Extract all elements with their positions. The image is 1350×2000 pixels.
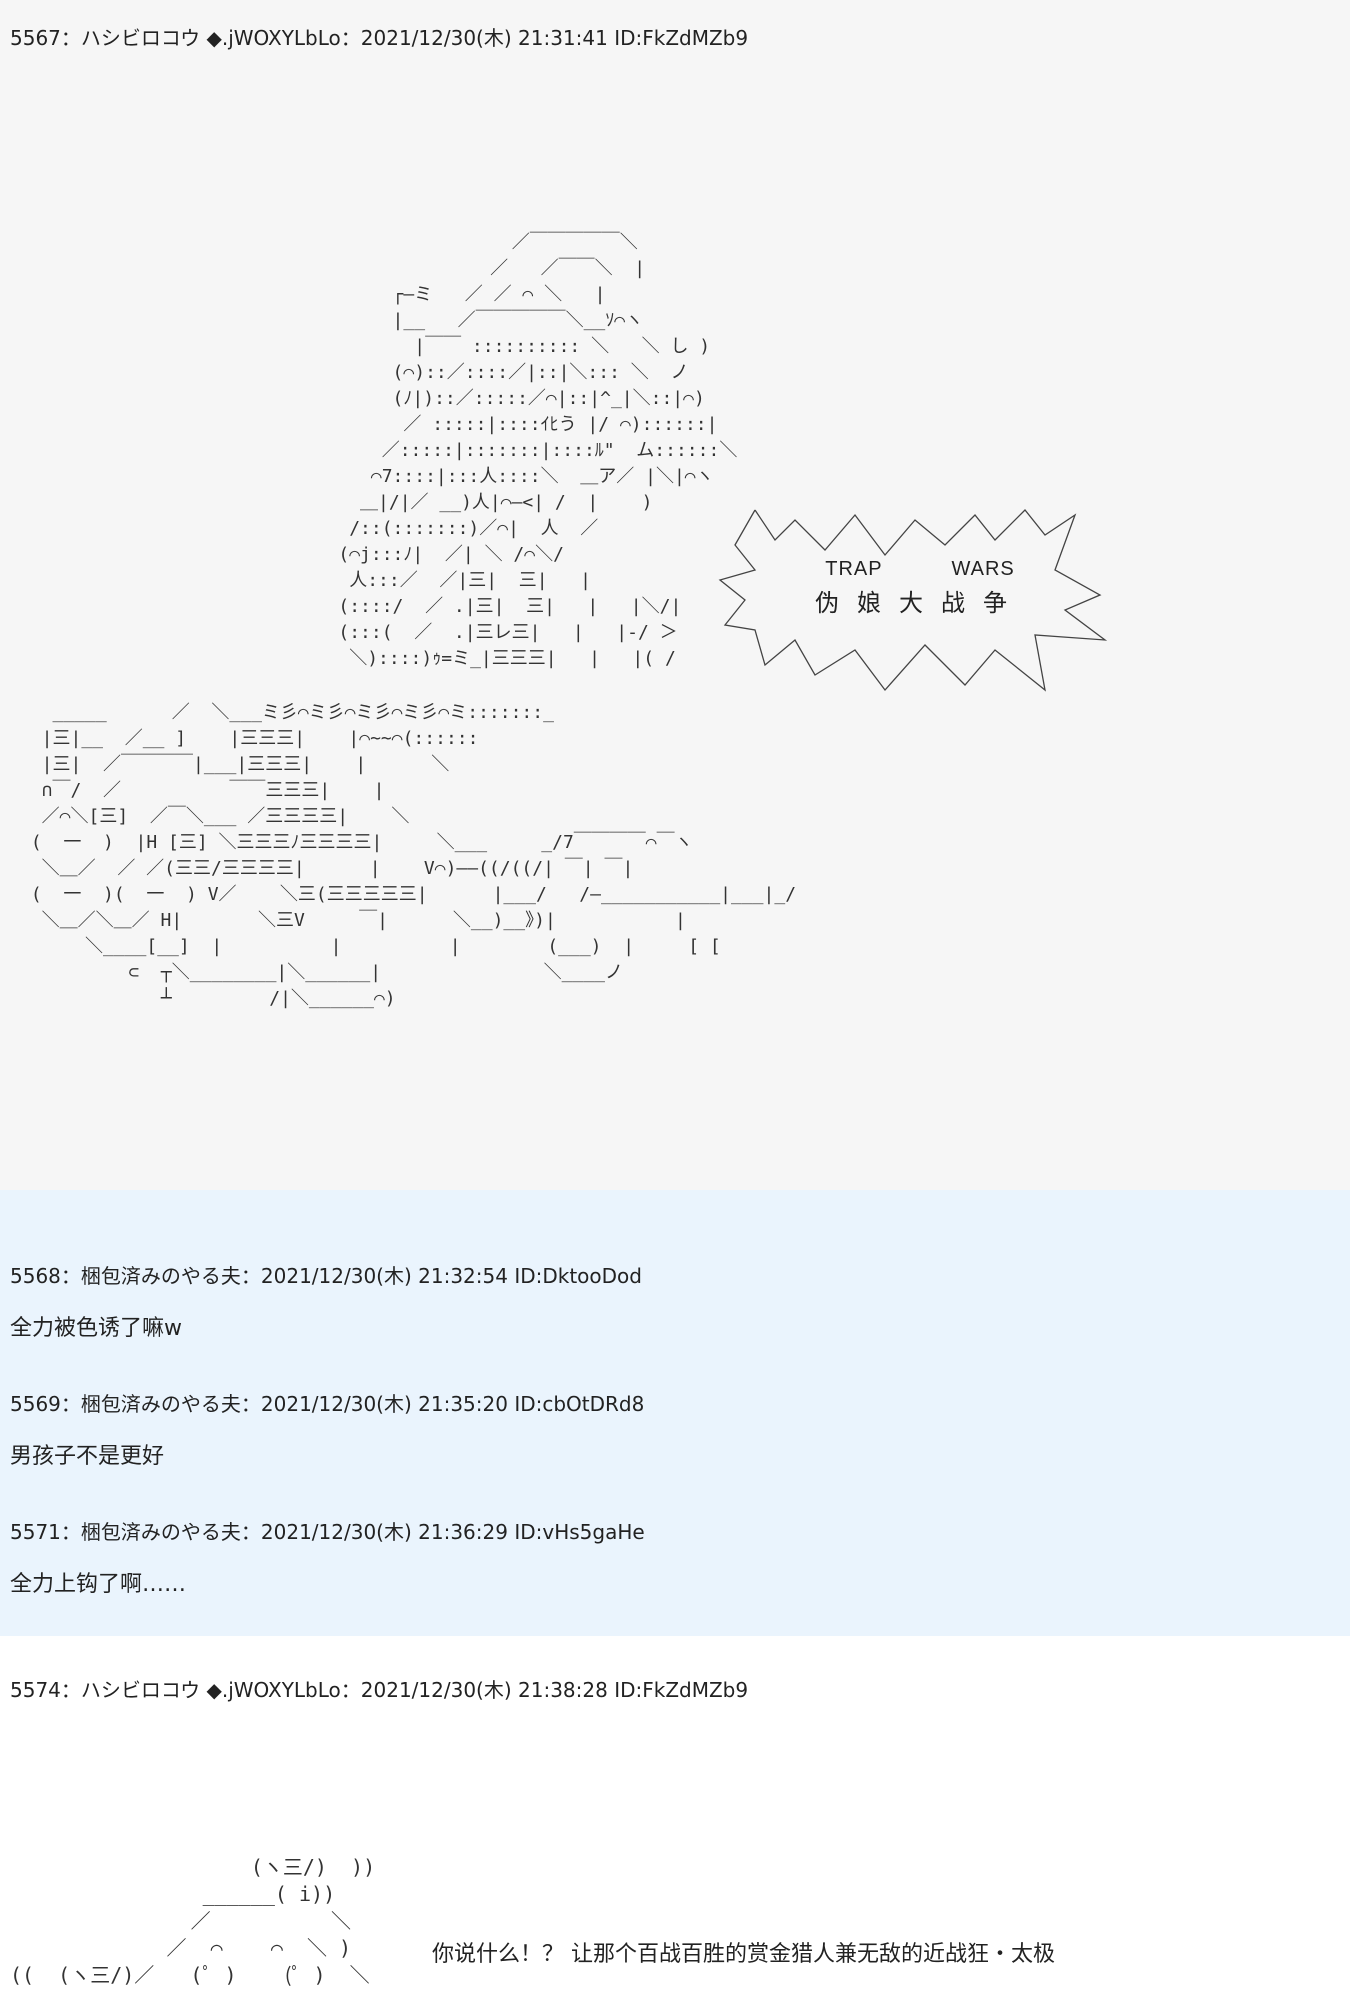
post-5567: 5567：ハシビロコウ ◆.jWOXYLbLo：2021/12/30(木) 21… xyxy=(10,26,1108,1009)
post-header: 5574：ハシビロコウ ◆.jWOXYLbLo：2021/12/30(木) 21… xyxy=(10,1678,749,1702)
bubble-word-wars: WARS xyxy=(951,558,1015,580)
post-5574: 5574：ハシビロコウ ◆.jWOXYLbLo：2021/12/30(木) 21… xyxy=(0,1636,1350,2000)
post-header: 5571：梱包済みのやる夫：2021/12/30(木) 21:36:29 ID:… xyxy=(10,1520,645,1544)
bubble-english: TRAP WARS xyxy=(780,558,1060,581)
post-body: 你说什么！？ 让那个百战百胜的赏金猎人兼无敌的近战狂・太极 xyxy=(432,1942,1055,1967)
bubble-chinese: 伪娘大战争 xyxy=(815,590,1025,617)
ascii-art-weapon: _____ ／ ＼___ミ彡⌒ミ彡⌒ミ彡⌒ミ彡⌒ミ:::::::_ |三|__ … xyxy=(30,702,797,1009)
post-body: 全力上钩了啊…… xyxy=(10,1572,187,1597)
ascii-art-character: ／￣￣￣￣￣＼ ／ ／￣￣＼ | ┌―ミ ／ ／ ⌒ ＼ | |__ ／￣￣￣￣… xyxy=(338,232,738,669)
bubble-word-trap: TRAP xyxy=(825,558,883,580)
post-header: 5567：ハシビロコウ ◆.jWOXYLbLo：2021/12/30(木) 21… xyxy=(10,26,749,50)
post-body: 全力被色诱了嘛w xyxy=(10,1316,182,1341)
post-header: 5568：梱包済みのやる夫：2021/12/30(木) 21:32:54 ID:… xyxy=(10,1264,642,1288)
speech-bubble-text: TRAP WARS 伪娘大战争 xyxy=(780,558,1060,618)
post-header: 5569：梱包済みのやる夫：2021/12/30(木) 21:35:20 ID:… xyxy=(10,1392,645,1416)
speech-bubble-burst xyxy=(718,509,1108,692)
ascii-art-character: (ヽ三/) )) ______( i)) ／ ＼ ／ ⌒ ⌒ ＼ ) (( (ヽ… xyxy=(10,1855,376,1987)
post-group-replies: 5568：梱包済みのやる夫：2021/12/30(木) 21:32:54 ID:… xyxy=(0,1190,1350,1636)
post-body: 男孩子不是更好 xyxy=(10,1444,165,1469)
